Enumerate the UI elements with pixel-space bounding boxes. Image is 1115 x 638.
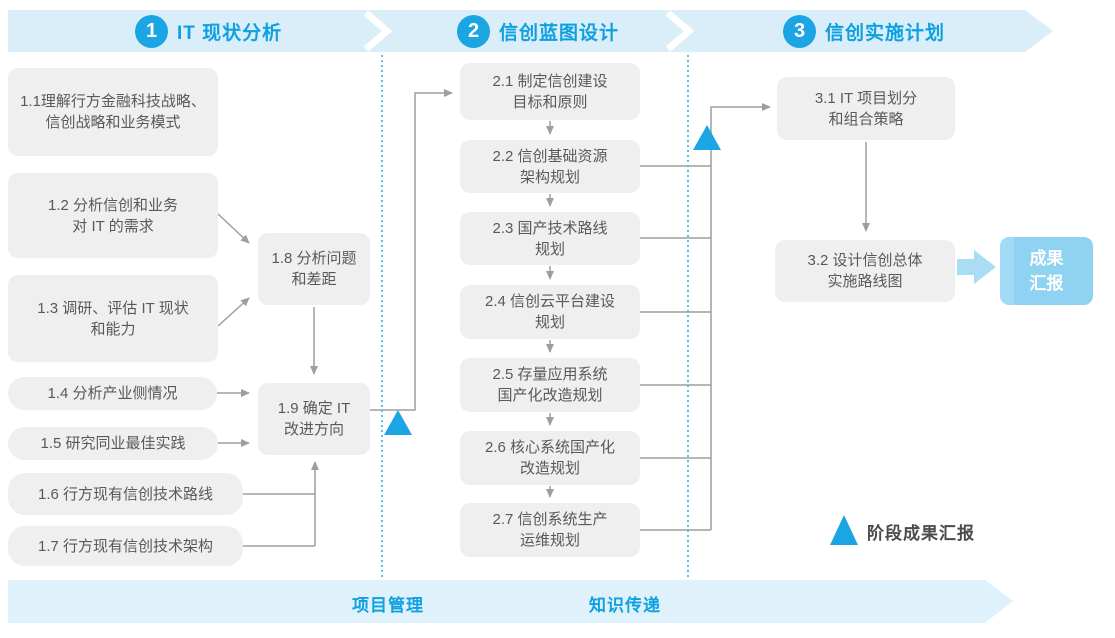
result-report-box: 成果 汇报: [1000, 237, 1093, 305]
task-box-2-6: 2.6 核心系统国产化 改造规划: [460, 431, 640, 485]
connector-collector-to-3-1: [710, 103, 771, 530]
phase-header-2: 2 信创蓝图设计: [457, 15, 619, 48]
task-box-1-1: 1.1理解行方金融科技战略、 信创战略和业务模式: [8, 68, 218, 156]
phase-title: 信创蓝图设计: [499, 23, 620, 44]
bottom-band-knowledge-transfer: 知识传递: [589, 596, 661, 615]
connector-1-3-to-1-8: [217, 297, 250, 327]
chevron-separator-icon: [363, 10, 393, 52]
phase-number-badge: 3: [783, 15, 816, 48]
stage-report-triangle-icon: [384, 410, 412, 435]
phase-header-1: 1 IT 现状分析: [135, 15, 282, 48]
chevron-separator-icon: [665, 10, 695, 52]
phase-header-3: 3 信创实施计划: [783, 15, 945, 48]
phase-number-badge: 1: [135, 15, 168, 48]
task-box-1-9: 1.9 确定 IT 改进方向: [258, 383, 370, 455]
task-box-1-2: 1.2 分析信创和业务 对 IT 的需求: [8, 173, 218, 258]
phase-title: IT 现状分析: [177, 23, 283, 44]
phase-title: 信创实施计划: [825, 23, 946, 44]
task-box-1-3: 1.3 调研、评估 IT 现状 和能力: [8, 275, 218, 362]
task-box-2-5: 2.5 存量应用系统 国产化改造规划: [460, 358, 640, 412]
task-box-1-8: 1.8 分析问题 和差距: [258, 233, 370, 305]
task-box-2-2: 2.2 信创基础资源 架构规划: [460, 140, 640, 193]
connector-1-2-to-1-8: [217, 213, 250, 244]
connector-1-9-to-2-1: [370, 89, 453, 411]
task-box-1-5: 1.5 研究同业最佳实践: [8, 427, 218, 460]
phase-number-badge: 2: [457, 15, 490, 48]
bottom-ribbon: [8, 580, 1013, 623]
task-box-2-1: 2.1 制定信创建设 目标和原则: [460, 63, 640, 120]
task-box-2-7: 2.7 信创系统生产 运维规划: [460, 503, 640, 557]
result-arrow-icon: [957, 250, 996, 284]
legend-label: 阶段成果汇报: [867, 524, 975, 543]
task-box-2-4: 2.4 信创云平台建设 规划: [460, 285, 640, 339]
task-box-1-7: 1.7 行方现有信创技术架构: [8, 526, 243, 566]
legend-triangle-icon: [830, 515, 858, 545]
stage-report-triangle-icon: [693, 125, 721, 150]
task-box-1-6: 1.6 行方现有信创技术路线: [8, 473, 243, 515]
task-box-1-4: 1.4 分析产业侧情况: [8, 377, 217, 410]
task-box-3-1: 3.1 IT 项目划分 和组合策略: [777, 77, 955, 140]
task-box-2-3: 2.3 国产技术路线 规划: [460, 212, 640, 265]
bottom-band-project-management: 项目管理: [352, 596, 424, 615]
task-box-3-2: 3.2 设计信创总体 实施路线图: [775, 240, 955, 302]
